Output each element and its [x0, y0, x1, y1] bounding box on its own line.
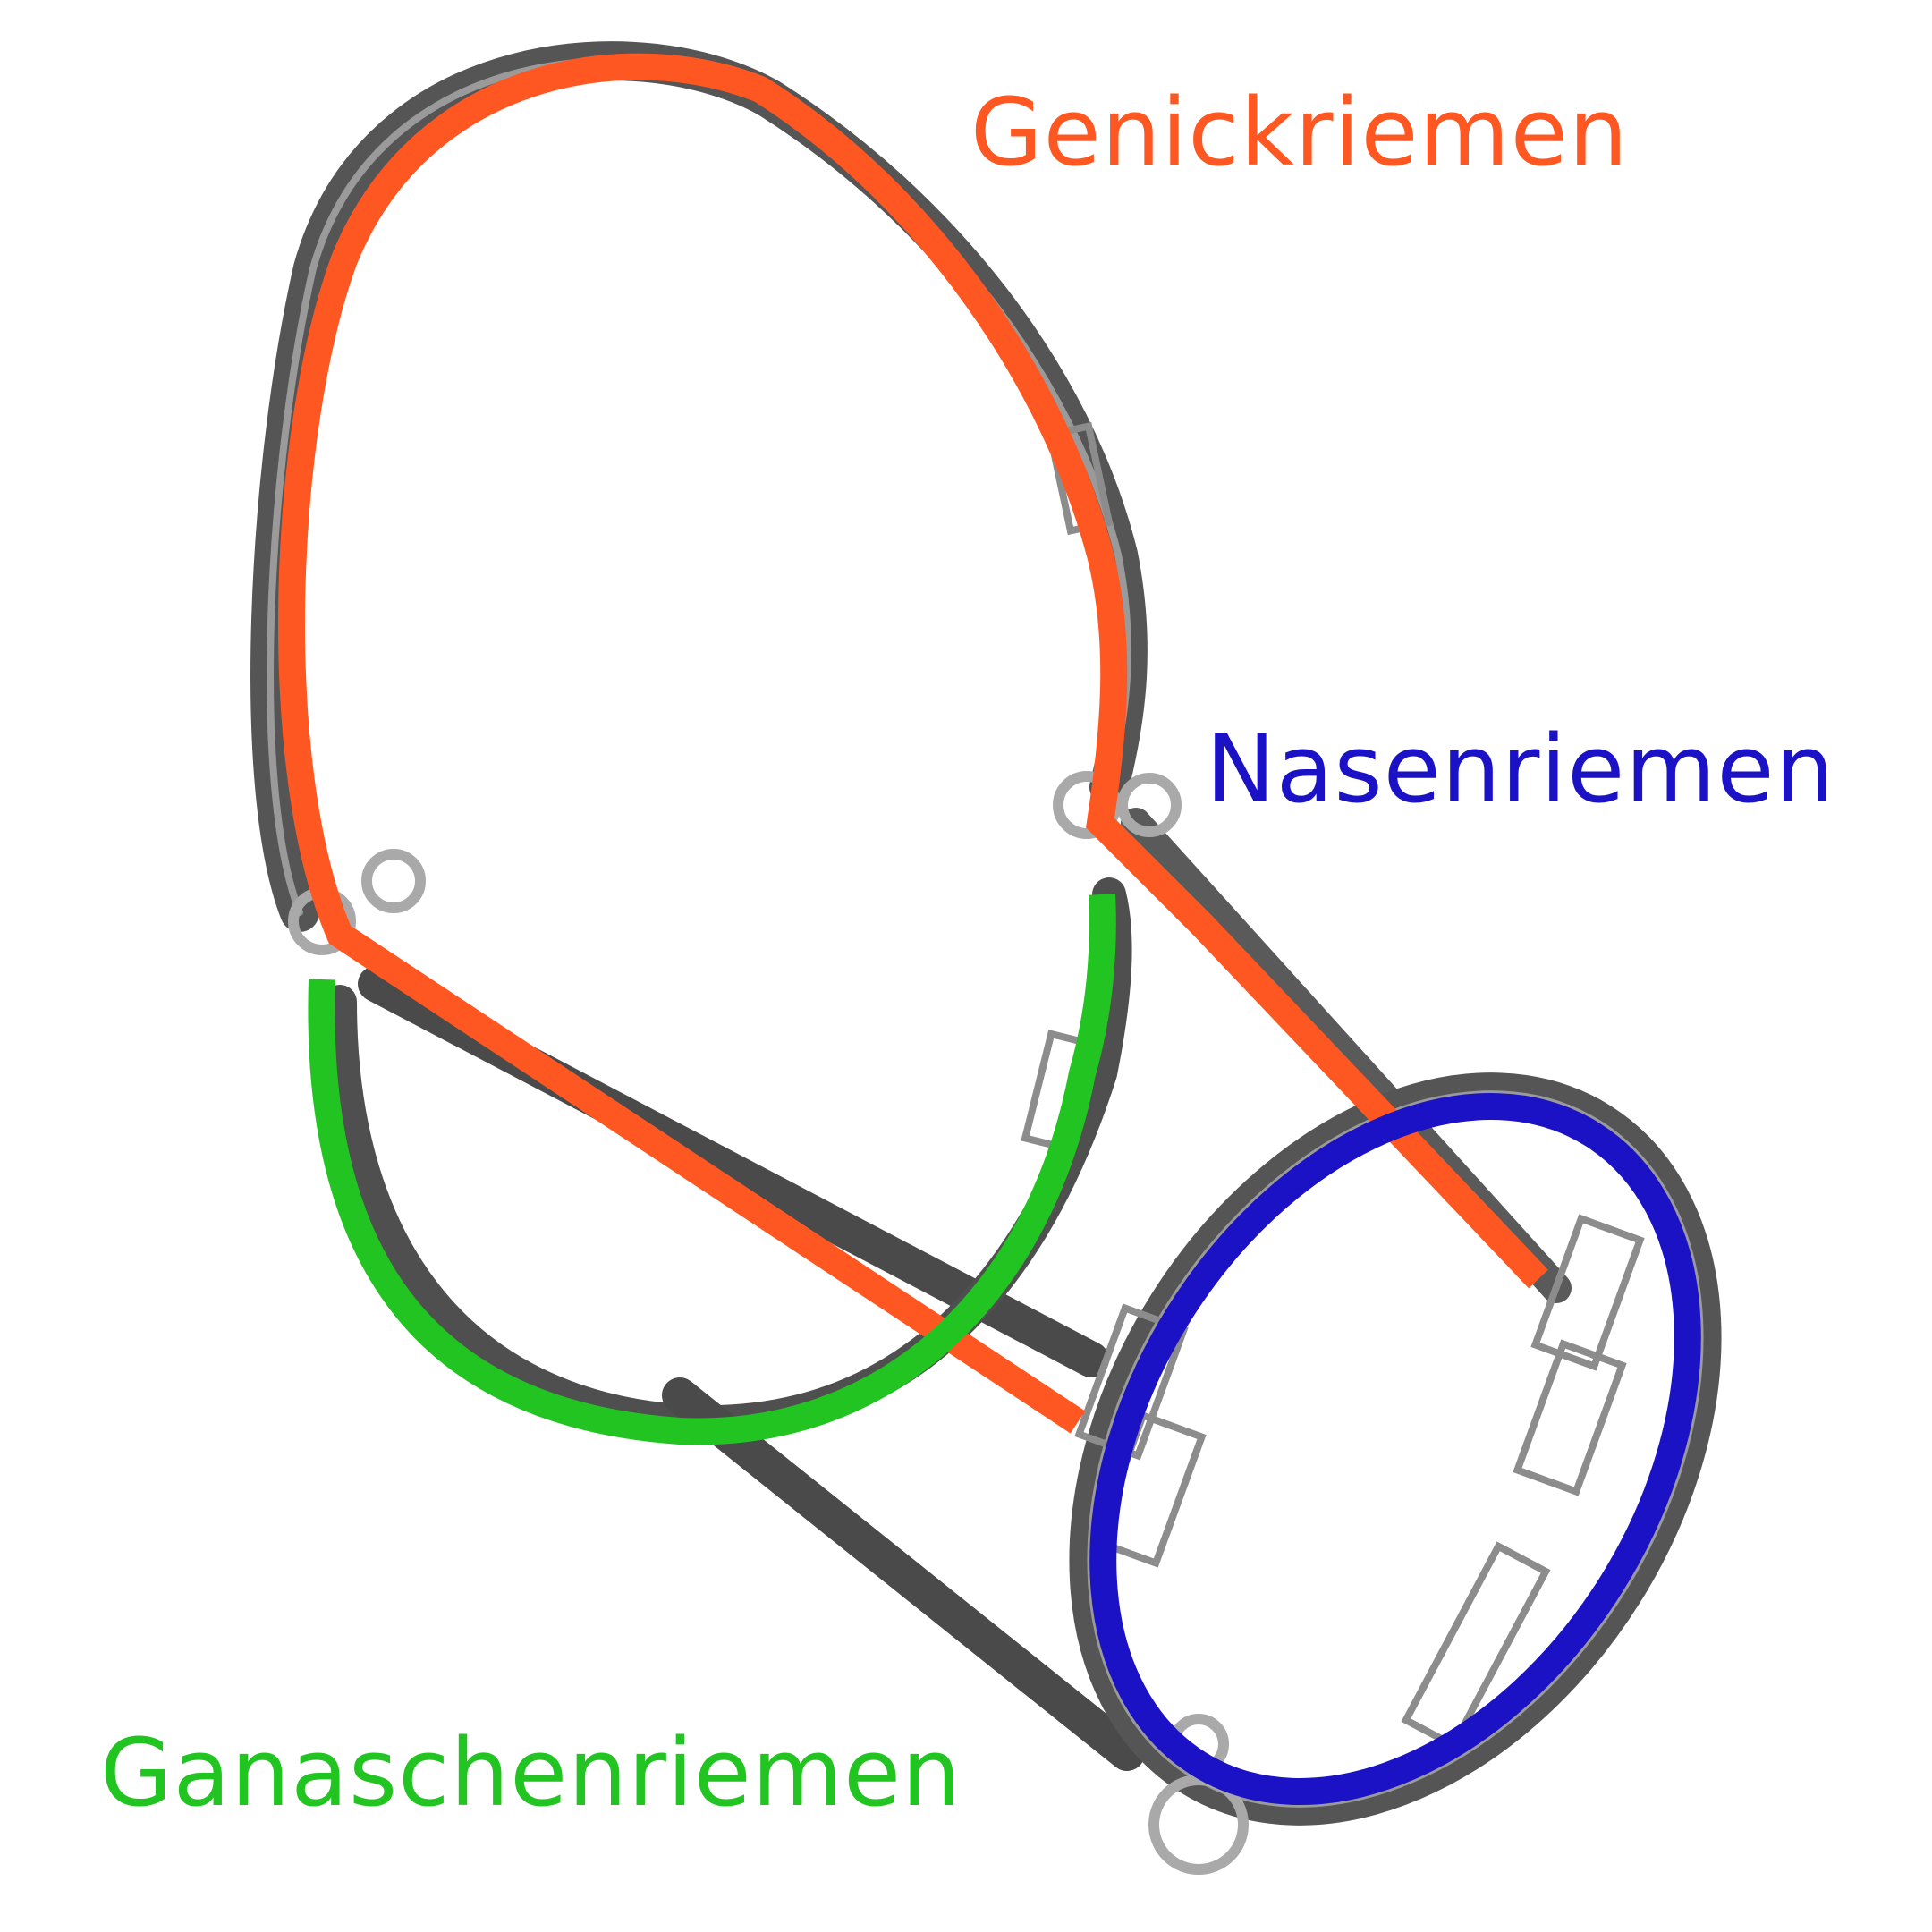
- ganaschenriemen-strap: [308, 894, 1116, 1445]
- buckle-icon: [1401, 1541, 1551, 1750]
- nasenriemen-label: Nasenriemen: [1206, 715, 1835, 824]
- genickriemen-strap: [278, 53, 1548, 1434]
- nasenriemen-strap: [1089, 1093, 1701, 1805]
- buckle-icon: [1513, 1339, 1627, 1496]
- metal-ring-icon: [1117, 773, 1182, 837]
- metal-ring-icon: [361, 849, 426, 913]
- metal-ring-icon: [1148, 1775, 1249, 1875]
- genickriemen-label: Genickriemen: [970, 78, 1629, 187]
- leather-halter: [250, 41, 1722, 1826]
- ganaschenriemen-label: Ganaschenriemen: [100, 1718, 962, 1827]
- buckle-icon: [1530, 1214, 1645, 1371]
- leather-chin-strap: [662, 1377, 1145, 1771]
